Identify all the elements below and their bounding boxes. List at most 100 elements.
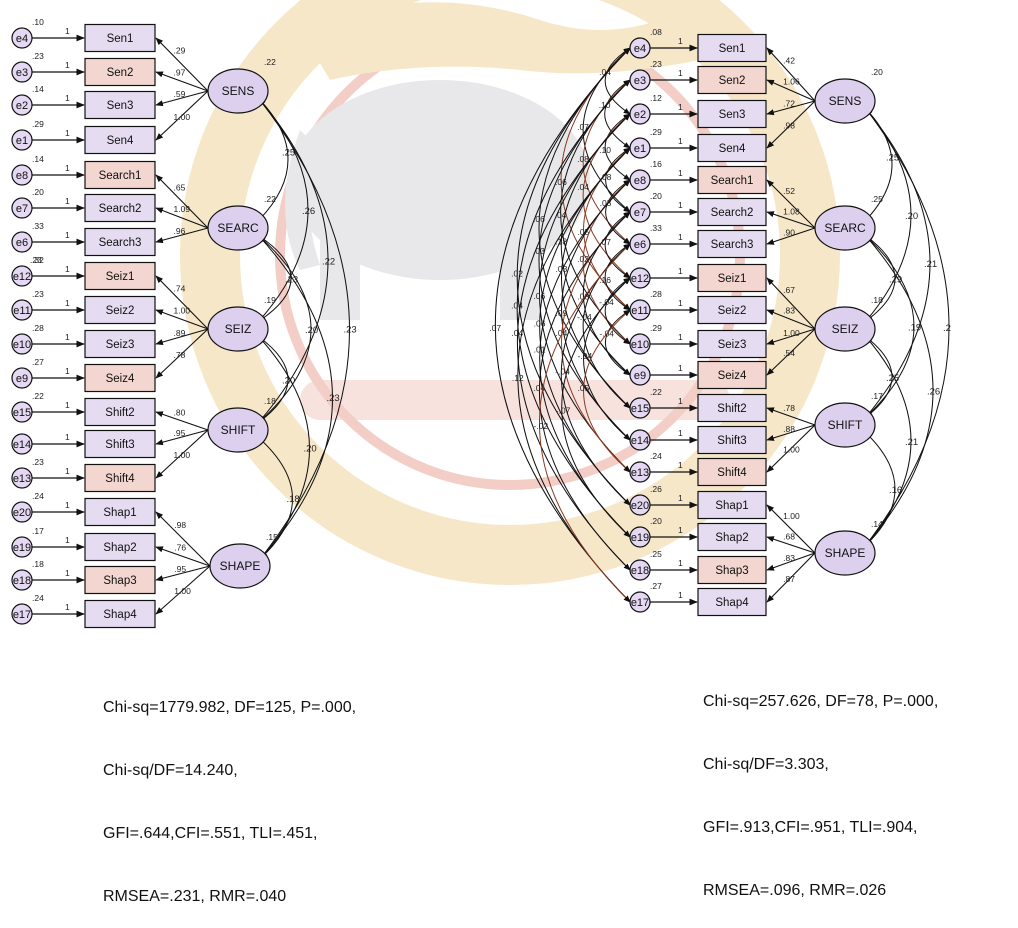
right-loading-label: .52 [783,186,795,196]
left-fit-line: GFI=.644,CFI=.551, TLI=.451, [103,823,356,844]
right-covariance-label: .21 [924,259,937,270]
right-covariance-label: .26 [927,387,940,398]
left-error-path-label: 1 [65,196,70,206]
left-loading-label: .80 [174,407,186,417]
right-error-path-label: 1 [678,136,683,146]
left-indicator-label: Shap1 [103,507,136,519]
right-error-variance: .29 [650,127,662,137]
right-error-path-label: 1 [678,266,683,276]
right-covariance-label: .20 [905,211,918,222]
left-error-variance: .14 [32,84,44,94]
left-covariance-label: .18 [287,494,300,505]
right-error-path-label: 1 [678,525,683,535]
right-fit-line: GFI=.913,CFI=.951, TLI=.904, [703,817,938,838]
left-loading-label: .78 [174,350,186,360]
left-error-label: e2 [16,100,28,112]
right-indicator-label: Shift2 [717,403,746,415]
right-loading-label: .90 [783,227,795,237]
left-error-path-label: 1 [65,535,70,545]
right-error-path-label: 1 [678,332,683,342]
left-error-variance: .33 [32,221,44,231]
left-error-label: e1 [16,135,28,147]
right-error-path-label: 1 [678,493,683,503]
right-error-label: e7 [634,207,646,219]
left-error-label: e20 [13,507,31,519]
left-factor-variance: .22 [264,194,276,204]
right-indicator-label: Search1 [711,175,754,187]
right-error-label: e4 [634,43,646,55]
left-loading-label: .74 [174,284,186,294]
right-indicator-label: Sen1 [719,43,746,55]
left-indicator-label: Shap4 [103,609,137,621]
left-error-variance: .17 [32,526,44,536]
left-covariance-label: .22 [322,257,335,268]
left-factor-label: SENS [222,84,255,98]
left-error-path-label: 1 [65,298,70,308]
left-error-variance: .22 [32,391,44,401]
left-error-variance: .27 [32,357,44,367]
sem-diagrams: .25.26.22.23.23.20.23.20.20.18e4.101Sen1… [0,0,1018,738]
left-error-label: e4 [16,33,28,45]
right-error-covariance-label: .12 [512,373,524,383]
right-error-label: e3 [634,75,646,87]
right-indicator-label: Shap4 [715,597,749,609]
left-indicator-label: Sen4 [107,135,134,147]
left-error-label: e13 [13,473,31,485]
left-error-label: e15 [13,407,31,419]
right-error-covariance-label: -.04 [577,312,592,322]
left-loading-label: .76 [174,543,186,553]
left-error-variance: .23 [32,51,44,61]
left-loading-label: .95 [174,564,186,574]
right-error-label: e11 [631,305,649,317]
left-indicator-label: Shap3 [103,575,136,587]
left-error-variance: .23 [32,457,44,467]
right-error-covariance-label: .16 [599,275,611,285]
right-error-label: e6 [634,239,646,251]
left-factor-variance: .19 [264,295,276,305]
left-error-label: e12 [13,271,31,283]
right-indicator-label: Seiz2 [718,305,747,317]
right-error-covariance-label: .03 [556,264,568,274]
right-error-variance: .23 [650,59,662,69]
right-error-covariance-label: .05 [578,383,590,393]
right-indicator-label: Shap1 [715,500,748,512]
left-error-path-label: 1 [65,400,70,410]
left-loading-label: .98 [174,520,186,530]
right-error-variance: .27 [650,581,662,591]
right-indicator-label: Shap2 [715,532,748,544]
right-loading-label: .98 [783,121,795,131]
right-error-variance: .20 [650,516,662,526]
left-error-label: e8 [16,170,28,182]
left-indicator-label: Search1 [99,170,142,182]
right-error-covariance-label: .06 [533,291,545,301]
right-indicator-label: Sen2 [719,75,746,87]
right-error-label: e12 [631,273,649,285]
left-indicator-label: Search2 [99,203,142,215]
left-error-variance: .14 [32,154,44,164]
right-error-covariance-label: .04 [577,182,589,192]
left-error-variance: .24 [32,593,44,603]
right-cfa-model: .04.07.06.06.02.07.10.08.04.03.04.10.04.… [489,27,951,616]
right-indicator-label: Seiz4 [718,370,747,382]
right-loading-label: 1.00 [783,511,800,521]
right-error-variance: .12 [650,93,662,103]
left-error-path-label: 1 [65,432,70,442]
left-indicator-label: Seiz3 [106,339,135,351]
right-error-variance: .24 [650,451,662,461]
left-indicator-label: Search3 [99,237,142,249]
right-indicator-label: Sen4 [719,143,746,155]
left-error-label: e9 [16,373,28,385]
left-factor-label: SEARC [217,221,259,235]
right-indicator-label: Seiz1 [718,273,747,285]
left-factor-variance: .18 [264,396,276,406]
right-factor-label: SHIFT [828,418,863,432]
left-loading-label: 1.00 [174,586,191,596]
left-error-variance: .10 [32,17,44,27]
right-error-path-label: 1 [678,68,683,78]
left-error-label: e6 [16,237,28,249]
right-loading-label: .83 [783,553,795,563]
left-error-label: e14 [13,439,31,451]
left-fit-line: Chi-sq/DF=14.240, [103,760,356,781]
left-loading-label: .89 [174,328,186,338]
left-covariance-label: .23 [327,393,340,404]
